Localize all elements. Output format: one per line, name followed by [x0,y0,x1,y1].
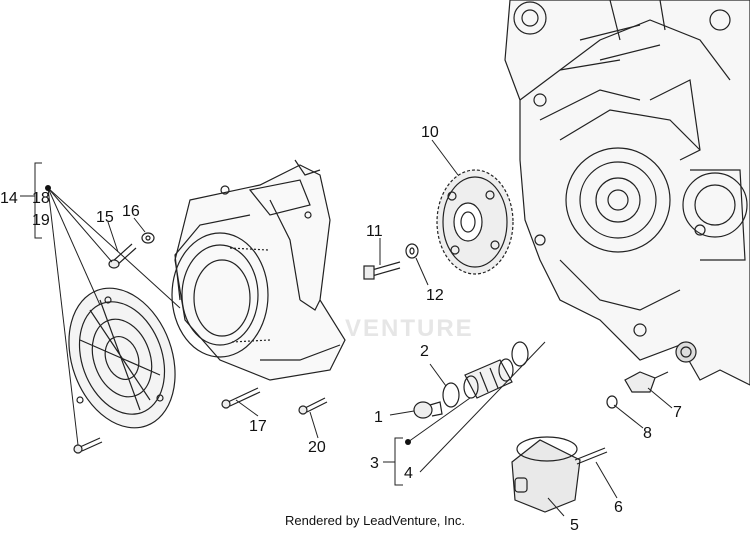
callout-16: 16 [122,203,140,220]
callout-10: 10 [421,124,439,141]
engine-crankcase [504,0,750,386]
screw-20 [298,397,328,415]
sprocket [436,169,514,275]
bullet-4-group [405,439,411,445]
watermark-text: VENTURE [345,315,474,342]
callout-14: 14 [0,190,18,207]
filter-stud [574,447,608,465]
o-ring-4 [511,341,529,367]
o-ring-2 [442,382,460,408]
callout-15: 15 [96,209,114,226]
oil-filter [511,436,581,513]
screw-17 [221,387,261,409]
washer-12 [405,243,419,259]
fan-cover [68,287,176,429]
drain-plug [413,401,443,419]
bullet-18 [45,185,51,191]
callout-6: 6 [614,499,623,516]
callout-3: 3 [370,455,379,472]
screw-19 [73,437,103,454]
callout-1: 1 [374,409,383,426]
oil-strainer [463,358,514,399]
oil-pressure-sensor [624,371,669,393]
fan-shroud-assembly [171,159,346,381]
bolt-11 [363,261,401,280]
footer-credit: Rendered by LeadVenture, Inc. [285,513,465,528]
sealing-washer-8 [606,395,618,409]
callout-12: 12 [426,287,444,304]
callout-8: 8 [643,425,652,442]
callout-5: 5 [570,517,579,534]
callout-labels: 1 2 3 4 5 6 7 8 10 11 12 14 15 16 17 18 … [0,124,682,534]
callout-18: 18 [32,190,50,207]
callout-17: 17 [249,418,267,435]
callout-4: 4 [404,465,413,482]
washer-16 [141,232,155,244]
callout-7: 7 [673,404,682,421]
callout-2: 2 [420,343,429,360]
callout-11: 11 [366,223,383,240]
callout-20: 20 [308,439,326,456]
leader-lines [20,139,673,517]
callout-19: 19 [32,212,50,229]
